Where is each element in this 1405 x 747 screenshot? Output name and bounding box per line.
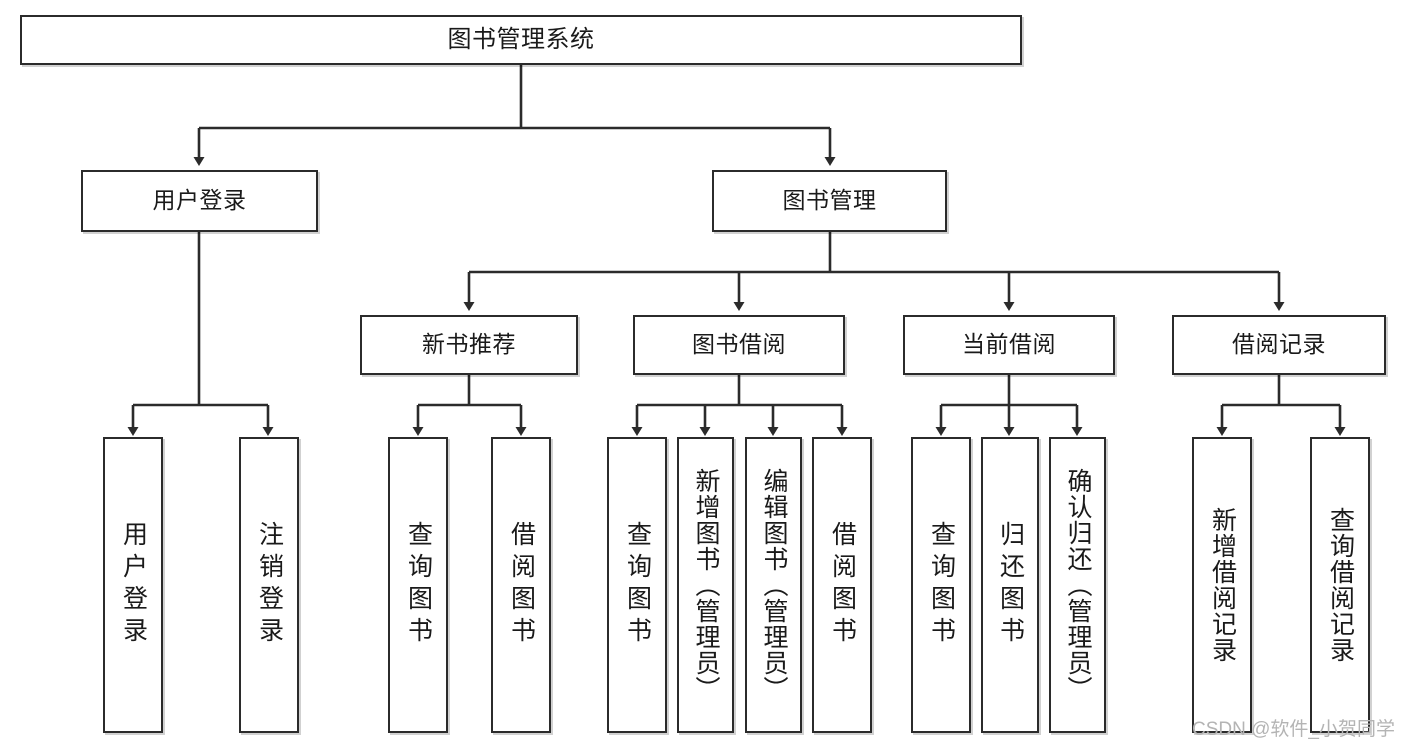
node-leaf-add-record-label: 新增借阅记录 — [1208, 507, 1237, 663]
node-leaf-borrow-book-1[interactable]: 借阅图书 — [491, 437, 551, 733]
node-leaf-return-book-label: 归还图书 — [996, 521, 1025, 649]
node-new-book-recommend-label: 新书推荐 — [422, 331, 516, 358]
node-leaf-query-book-2[interactable]: 查询图书 — [607, 437, 667, 733]
node-leaf-borrow-book-1-label: 借阅图书 — [507, 521, 536, 649]
node-root-label: 图书管理系统 — [447, 25, 595, 53]
node-leaf-query-record[interactable]: 查询借阅记录 — [1310, 437, 1370, 733]
node-current-borrow[interactable]: 当前借阅 — [903, 315, 1115, 375]
node-leaf-confirm-return-label: 确认归还（管理员） — [1064, 468, 1092, 702]
node-book-borrow[interactable]: 图书借阅 — [633, 315, 845, 375]
node-leaf-confirm-return[interactable]: 确认归还（管理员） — [1049, 437, 1106, 733]
node-leaf-edit-book[interactable]: 编辑图书（管理员） — [745, 437, 802, 733]
node-leaf-query-book-3-label: 查询图书 — [927, 521, 956, 649]
node-leaf-logout-login-label: 注销登录 — [255, 521, 284, 649]
node-leaf-user-login[interactable]: 用户登录 — [103, 437, 163, 733]
node-leaf-edit-book-label: 编辑图书（管理员） — [760, 468, 788, 702]
node-leaf-borrow-book-2[interactable]: 借阅图书 — [812, 437, 872, 733]
node-user-login-label: 用户登录 — [152, 187, 247, 214]
watermark: CSDN @软件_小贺同学 — [1192, 719, 1395, 740]
node-leaf-logout-login[interactable]: 注销登录 — [239, 437, 299, 733]
node-book-manage[interactable]: 图书管理 — [712, 170, 947, 232]
node-leaf-query-book-3[interactable]: 查询图书 — [911, 437, 971, 733]
node-book-manage-label: 图书管理 — [782, 187, 877, 214]
node-leaf-query-book-1-label: 查询图书 — [404, 521, 433, 649]
node-leaf-query-record-label: 查询借阅记录 — [1326, 507, 1355, 663]
node-borrow-record[interactable]: 借阅记录 — [1172, 315, 1386, 375]
node-root[interactable]: 图书管理系统 — [20, 15, 1022, 65]
node-leaf-user-login-label: 用户登录 — [119, 521, 148, 649]
node-leaf-query-book-1[interactable]: 查询图书 — [388, 437, 448, 733]
node-leaf-add-book[interactable]: 新增图书（管理员） — [677, 437, 734, 733]
node-new-book-recommend[interactable]: 新书推荐 — [360, 315, 578, 375]
node-leaf-add-book-label: 新增图书（管理员） — [692, 468, 720, 702]
node-borrow-record-label: 借阅记录 — [1232, 331, 1326, 358]
node-user-login[interactable]: 用户登录 — [81, 170, 318, 232]
node-leaf-borrow-book-2-label: 借阅图书 — [828, 521, 857, 649]
node-current-borrow-label: 当前借阅 — [962, 331, 1056, 358]
node-leaf-return-book[interactable]: 归还图书 — [981, 437, 1039, 733]
node-book-borrow-label: 图书借阅 — [692, 331, 786, 358]
node-leaf-add-record[interactable]: 新增借阅记录 — [1192, 437, 1252, 733]
node-leaf-query-book-2-label: 查询图书 — [623, 521, 652, 649]
